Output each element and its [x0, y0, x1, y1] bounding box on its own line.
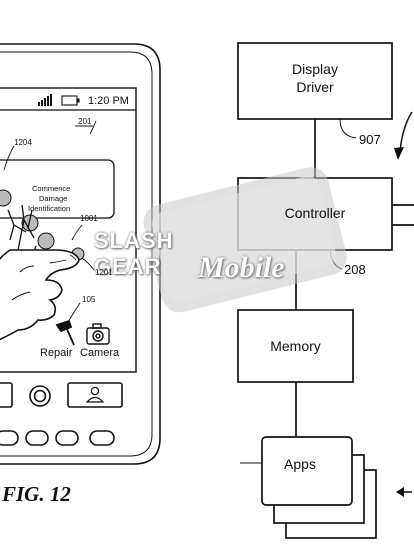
hammer-icon — [55, 319, 73, 333]
ref-208: 208 — [344, 262, 366, 277]
dock-contact-button — [67, 382, 123, 408]
figure-label: FIG. 12 — [2, 482, 71, 506]
contact-icon — [90, 386, 100, 396]
ref-907: 907 — [359, 132, 381, 147]
phone-screen — [0, 87, 137, 373]
popup-text-line1: Commence — [32, 184, 71, 193]
damage-spot — [37, 232, 55, 250]
popup-ref-1204: 1204 — [14, 138, 32, 147]
ref-1201: 1201 — [95, 268, 113, 277]
controller-label: Controller — [284, 205, 346, 221]
damage-spot — [0, 189, 12, 207]
camera-label: Camera — [80, 347, 120, 359]
status-time: 1:20 PM — [88, 95, 129, 107]
dock-home-button — [29, 385, 51, 407]
dock-left-button — [0, 382, 13, 408]
screen-ref-201: 201 — [78, 117, 92, 126]
display-driver-line2: Driver — [296, 79, 334, 95]
ref-105: 105 — [82, 295, 96, 304]
popup-text-line2: Damage — [39, 194, 68, 203]
popup-text-line3: Identification — [28, 204, 71, 213]
watermark-mobile-text: Mobile — [198, 251, 285, 284]
damage-popup — [0, 159, 115, 219]
ref-1001: 1001 — [80, 214, 98, 223]
crack-lines — [7, 204, 37, 263]
memory-label: Memory — [270, 338, 321, 354]
repair-label: Repair — [40, 347, 73, 359]
display-driver-label: Display Driver — [238, 60, 392, 96]
hand-drawing — [0, 249, 80, 341]
apps-box — [261, 436, 353, 506]
apps-label: Apps — [284, 456, 316, 472]
watermark-slashgear-text: SLASH GEAR — [94, 228, 174, 279]
display-driver-line1: Display — [292, 61, 338, 77]
